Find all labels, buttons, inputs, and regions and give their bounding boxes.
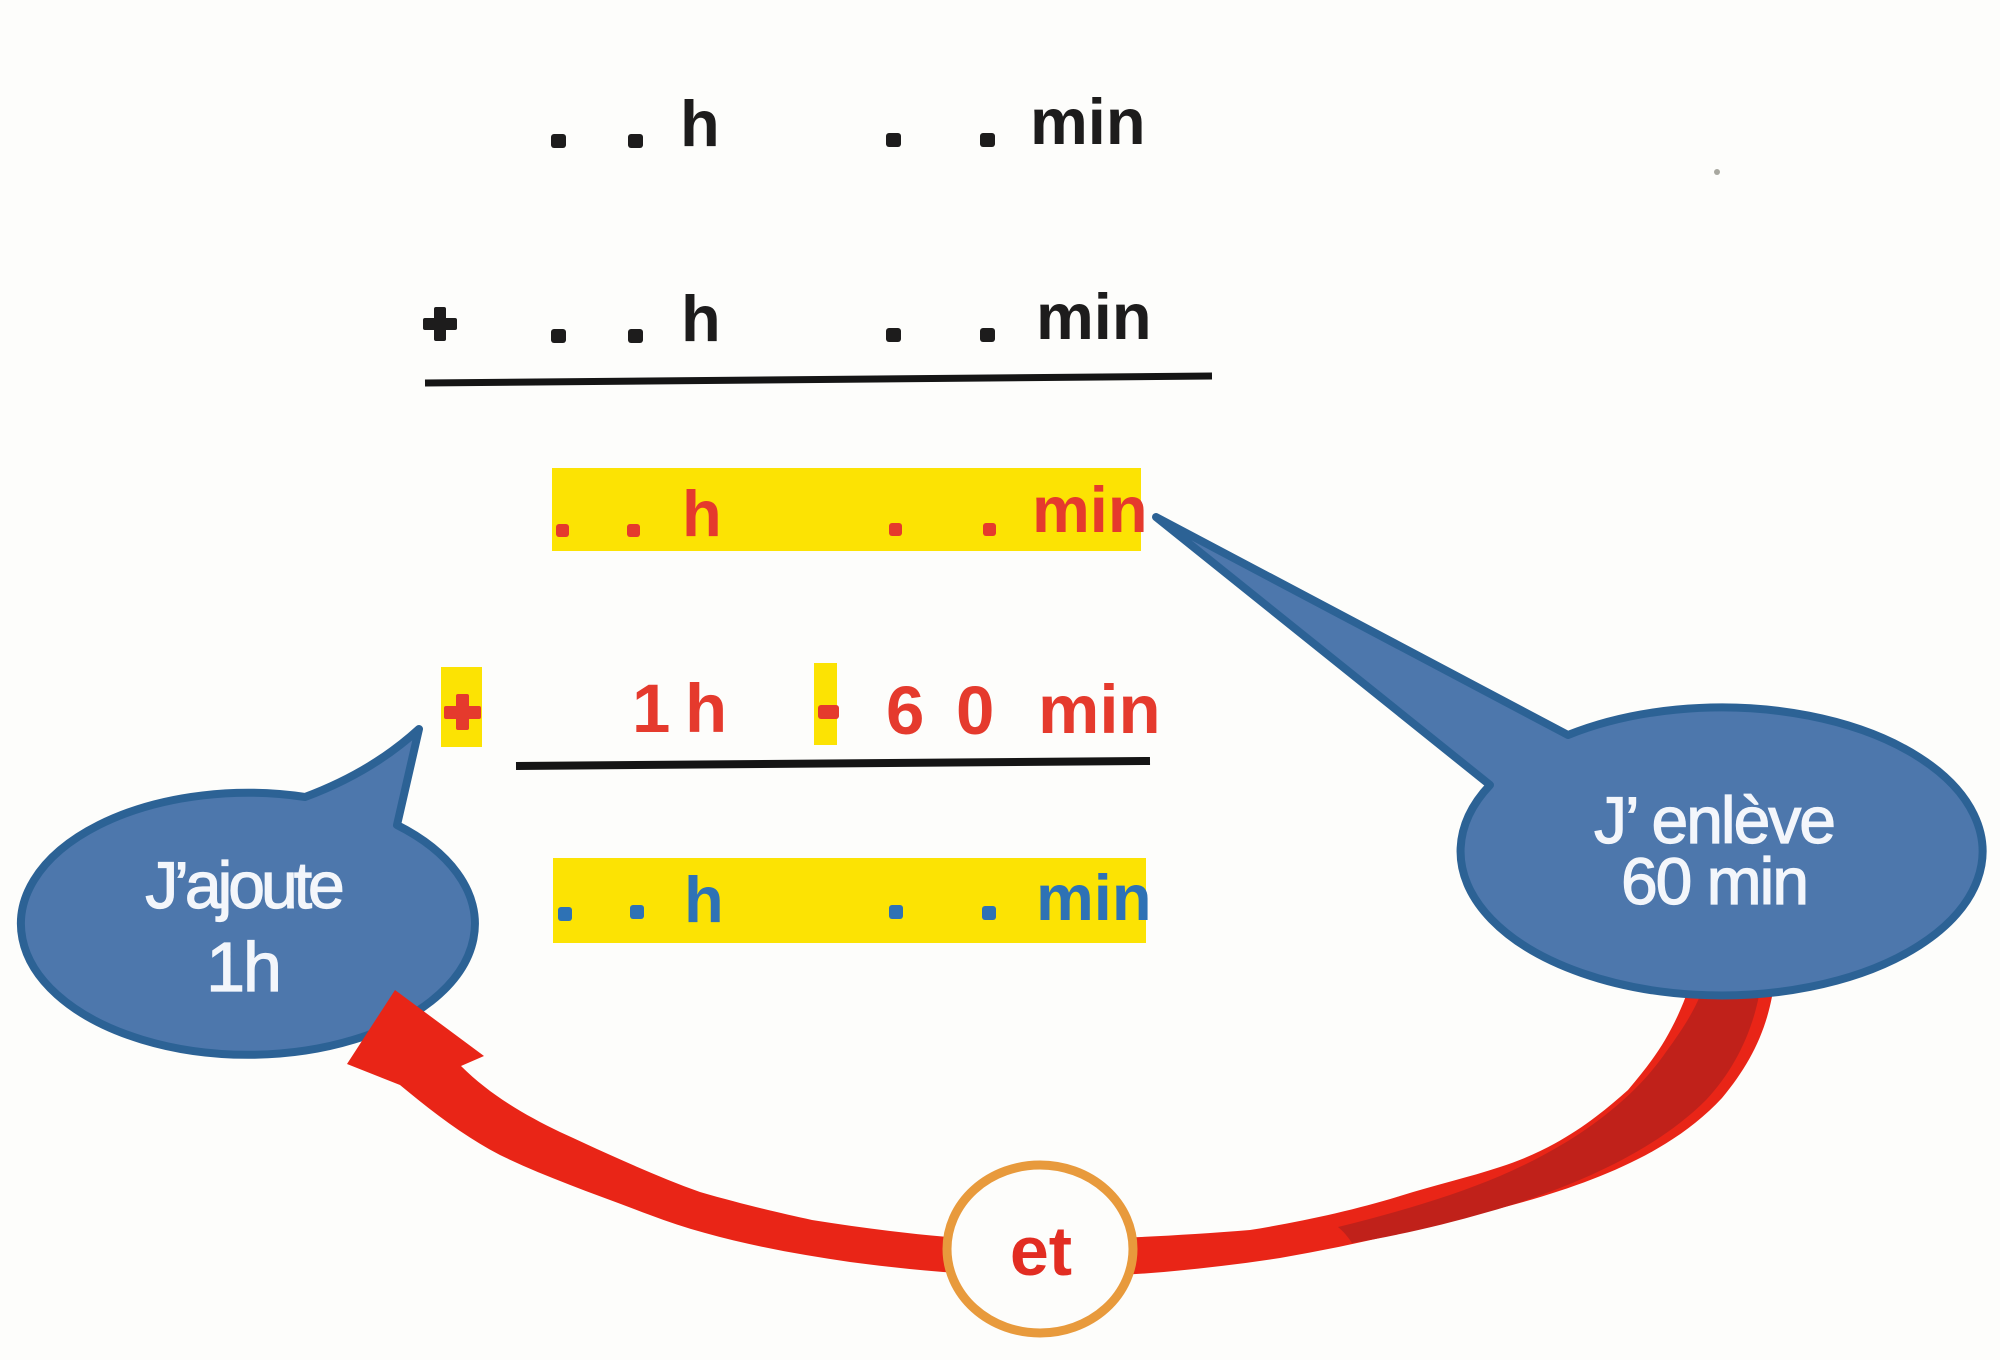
- svg-text:60 min: 60 min: [1621, 844, 1807, 918]
- svg-text:min: min: [1036, 280, 1152, 353]
- svg-text:et: et: [1010, 1212, 1072, 1290]
- svg-text:min: min: [1038, 671, 1161, 748]
- svg-text:J’ajoute: J’ajoute: [145, 848, 342, 922]
- svg-text:1: 1: [632, 670, 670, 747]
- svg-text:h: h: [684, 863, 724, 936]
- svg-text:h: h: [682, 477, 722, 550]
- svg-text:0: 0: [956, 672, 994, 749]
- svg-text:1h: 1h: [206, 928, 280, 1006]
- svg-text:J’ enlève: J’ enlève: [1594, 783, 1834, 857]
- svg-text:min: min: [1032, 473, 1148, 546]
- svg-text:min: min: [1036, 861, 1152, 934]
- svg-text:min: min: [1030, 85, 1146, 158]
- svg-text:6: 6: [886, 672, 924, 749]
- svg-text:h: h: [680, 87, 720, 160]
- svg-text:h: h: [685, 670, 727, 747]
- svg-text:h: h: [681, 282, 721, 355]
